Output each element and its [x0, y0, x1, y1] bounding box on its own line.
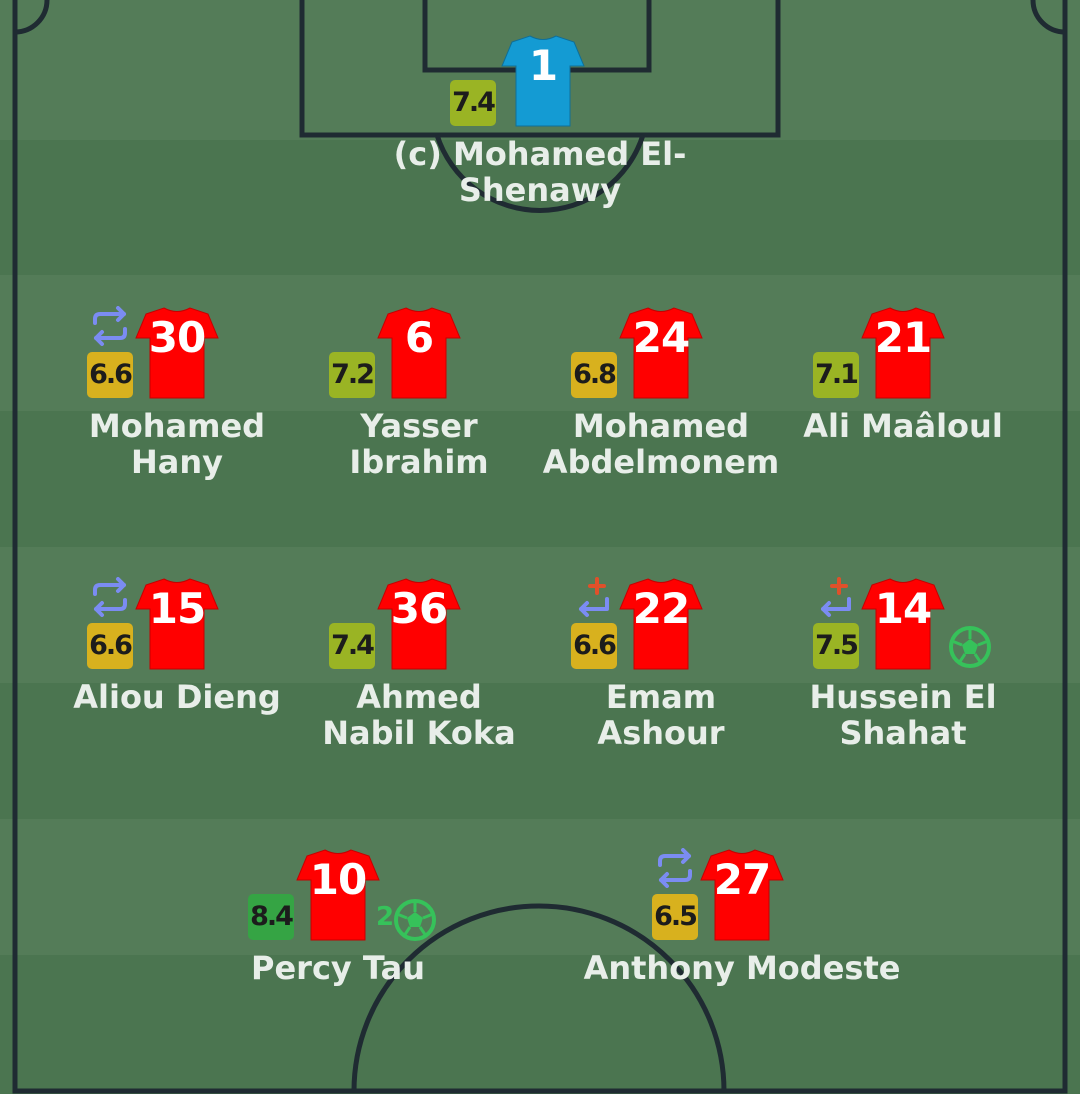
shirt-number: 30	[148, 313, 206, 362]
outfield-shirt-icon: 27	[699, 848, 785, 942]
player-name-line: Emam	[605, 678, 717, 716]
player-name: Hussein El Shahat	[743, 679, 1063, 751]
shirt-number: 36	[390, 584, 448, 633]
outfield-shirt-icon: 24	[618, 306, 704, 400]
player-name: Mohamed Hany	[17, 408, 337, 480]
outfield-shirt-icon: 15	[134, 577, 220, 671]
player-card[interactable]: 7.4 1 (c) Mohamed El-Shenawy	[380, 34, 700, 234]
corner-arc	[14, 0, 50, 35]
player-name-line: Hany	[130, 443, 223, 481]
corner-arc	[1030, 0, 1066, 35]
player-name-line: Abdelmonem	[542, 443, 780, 481]
player-name: Anthony Modeste	[582, 950, 902, 986]
substituted-icon	[656, 848, 694, 892]
player-name-line: Yasser	[360, 407, 478, 445]
outfield-shirt-icon: 10	[295, 848, 381, 942]
outfield-shirt-icon: 36	[376, 577, 462, 671]
player-name-line: Hussein El	[809, 678, 997, 716]
player-card[interactable]: 6.5 27 Anthony Modeste	[582, 848, 902, 1048]
player-card[interactable]: 6.6 15 Aliou Dieng	[17, 577, 337, 777]
player-rating: 7.4	[329, 623, 375, 669]
shirt-number: 24	[632, 313, 690, 362]
goal-count: 2	[376, 902, 395, 932]
player-rating: 6.8	[571, 352, 617, 398]
player-card[interactable]: 6.6 22 Emam Ashour	[501, 577, 821, 777]
player-rating: 7.2	[329, 352, 375, 398]
penalty-arc	[434, 134, 646, 214]
outfield-shirt-icon: 14	[860, 577, 946, 671]
center-circle	[351, 903, 727, 1092]
goal-icon	[948, 625, 992, 673]
shirt-number: 15	[148, 584, 206, 633]
player-name: Percy Tau	[178, 950, 498, 986]
shirt-number: 10	[309, 855, 367, 904]
player-name-line: Nabil Koka	[322, 714, 516, 752]
player-rating: 7.5	[813, 623, 859, 669]
player-card[interactable]: 6.8 24 Mohamed Abdelmonem	[501, 306, 821, 506]
shirt-number: 14	[874, 584, 932, 633]
shirt-number: 27	[713, 855, 771, 904]
goalkeeper-shirt-icon: 1	[500, 34, 586, 128]
player-name: Aliou Dieng	[17, 679, 337, 715]
shirt-number: 21	[874, 313, 932, 362]
sub-in-icon	[817, 577, 857, 623]
outfield-shirt-icon: 22	[618, 577, 704, 671]
pitch-stripe	[0, 411, 1080, 547]
player-rating: 6.6	[87, 352, 133, 398]
player-name-line: Percy Tau	[251, 949, 425, 987]
player-card[interactable]: 8.4 10 2 Percy Tau	[178, 848, 498, 1048]
penalty-box	[299, 0, 781, 138]
player-card[interactable]: 7.1 21 Ali Maâloul	[743, 306, 1063, 506]
pitch-stripe	[0, 140, 1080, 275]
player-rating: 6.5	[652, 894, 698, 940]
player-rating: 6.6	[571, 623, 617, 669]
player-card[interactable]: 7.2 6 Yasser Ibrahim	[259, 306, 579, 506]
player-name-line: Shahat	[839, 714, 967, 752]
player-card[interactable]: 7.5 14 Hussein El Shahat	[743, 577, 1063, 777]
player-card[interactable]: 6.6 30 Mohamed Hany	[17, 306, 337, 506]
player-name: Mohamed Abdelmonem	[501, 408, 821, 480]
outfield-shirt-icon: 30	[134, 306, 220, 400]
goal-icon	[393, 898, 437, 946]
player-name: Emam Ashour	[501, 679, 821, 751]
pitch-stripe	[0, 955, 1080, 1094]
substituted-icon	[91, 577, 129, 621]
player-card[interactable]: 7.4 36 Ahmed Nabil Koka	[259, 577, 579, 777]
player-name-line: Mohamed	[88, 407, 266, 445]
player-name-line: Ahmed	[356, 678, 482, 716]
player-rating: 8.4	[248, 894, 294, 940]
shirt-number: 1	[528, 41, 558, 90]
player-name-line: Ali Maâloul	[803, 407, 1003, 445]
sub-in-icon	[575, 577, 615, 623]
outfield-shirt-icon: 6	[376, 306, 462, 400]
player-name: Ali Maâloul	[743, 408, 1063, 444]
player-name: (c) Mohamed El-Shenawy	[340, 136, 740, 208]
player-name-line: Ibrahim	[349, 443, 489, 481]
pitch-stripe	[0, 683, 1080, 819]
pitch-stripe	[0, 819, 1080, 955]
player-rating: 7.4	[450, 80, 496, 126]
outfield-shirt-icon: 21	[860, 306, 946, 400]
player-name-line: Ashour	[597, 714, 725, 752]
player-name-line: Aliou Dieng	[73, 678, 281, 716]
player-name: Yasser Ibrahim	[259, 408, 579, 480]
player-name: Ahmed Nabil Koka	[259, 679, 579, 751]
player-rating: 6.6	[87, 623, 133, 669]
substituted-icon	[91, 306, 129, 350]
player-rating: 7.1	[813, 352, 859, 398]
player-name-line: Mohamed	[572, 407, 750, 445]
pitch-boundary	[12, 0, 1068, 1094]
shirt-number: 22	[632, 584, 690, 633]
player-name-line: Anthony Modeste	[583, 949, 901, 987]
shirt-number: 6	[404, 313, 434, 362]
player-name-line: (c) Mohamed El-Shenawy	[393, 135, 687, 209]
